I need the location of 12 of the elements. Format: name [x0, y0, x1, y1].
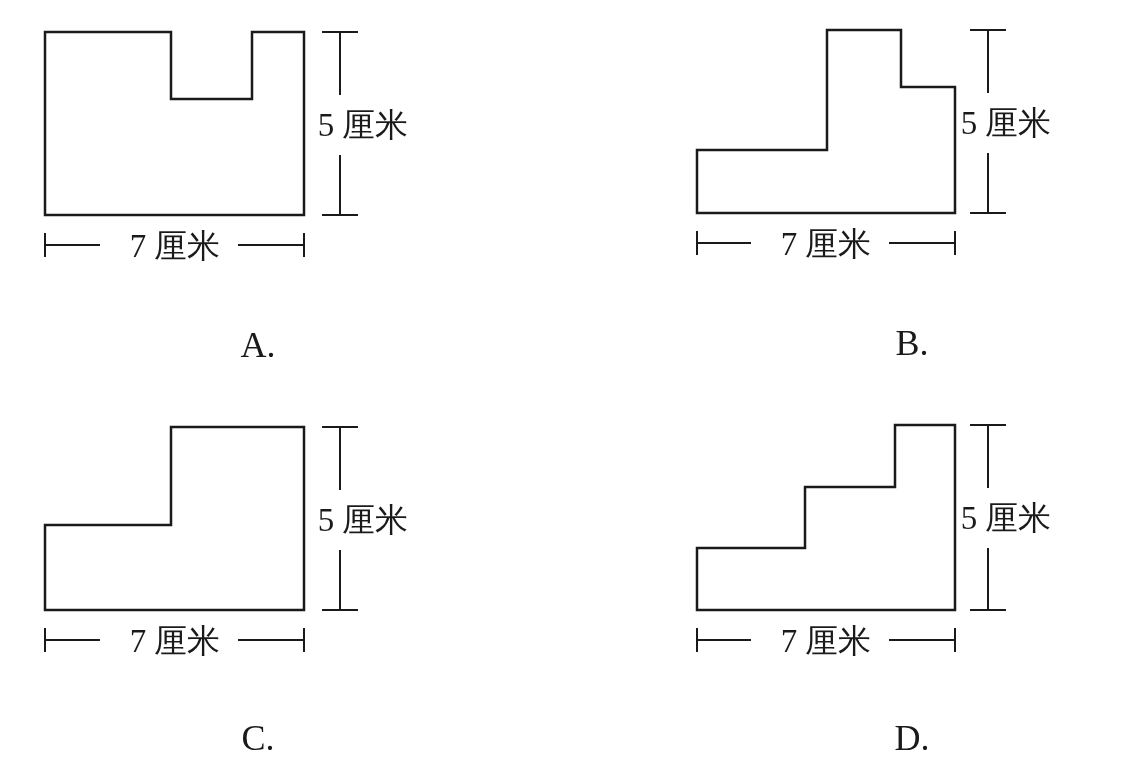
shape-outline: [695, 28, 957, 215]
dimension-label: 7 厘米: [129, 624, 221, 658]
option-letter: B.: [895, 325, 929, 361]
dimension-label: 7 厘米: [780, 227, 872, 261]
shape-outline: [43, 425, 306, 612]
option-letter: A.: [240, 327, 276, 363]
option-letter: C.: [241, 720, 275, 756]
dimension-label: 7 厘米: [780, 624, 872, 658]
dimension-label: 7 厘米: [129, 229, 221, 263]
option-letter: D.: [894, 720, 930, 756]
shape-outline: [695, 423, 957, 612]
shape-outline: [43, 30, 306, 217]
